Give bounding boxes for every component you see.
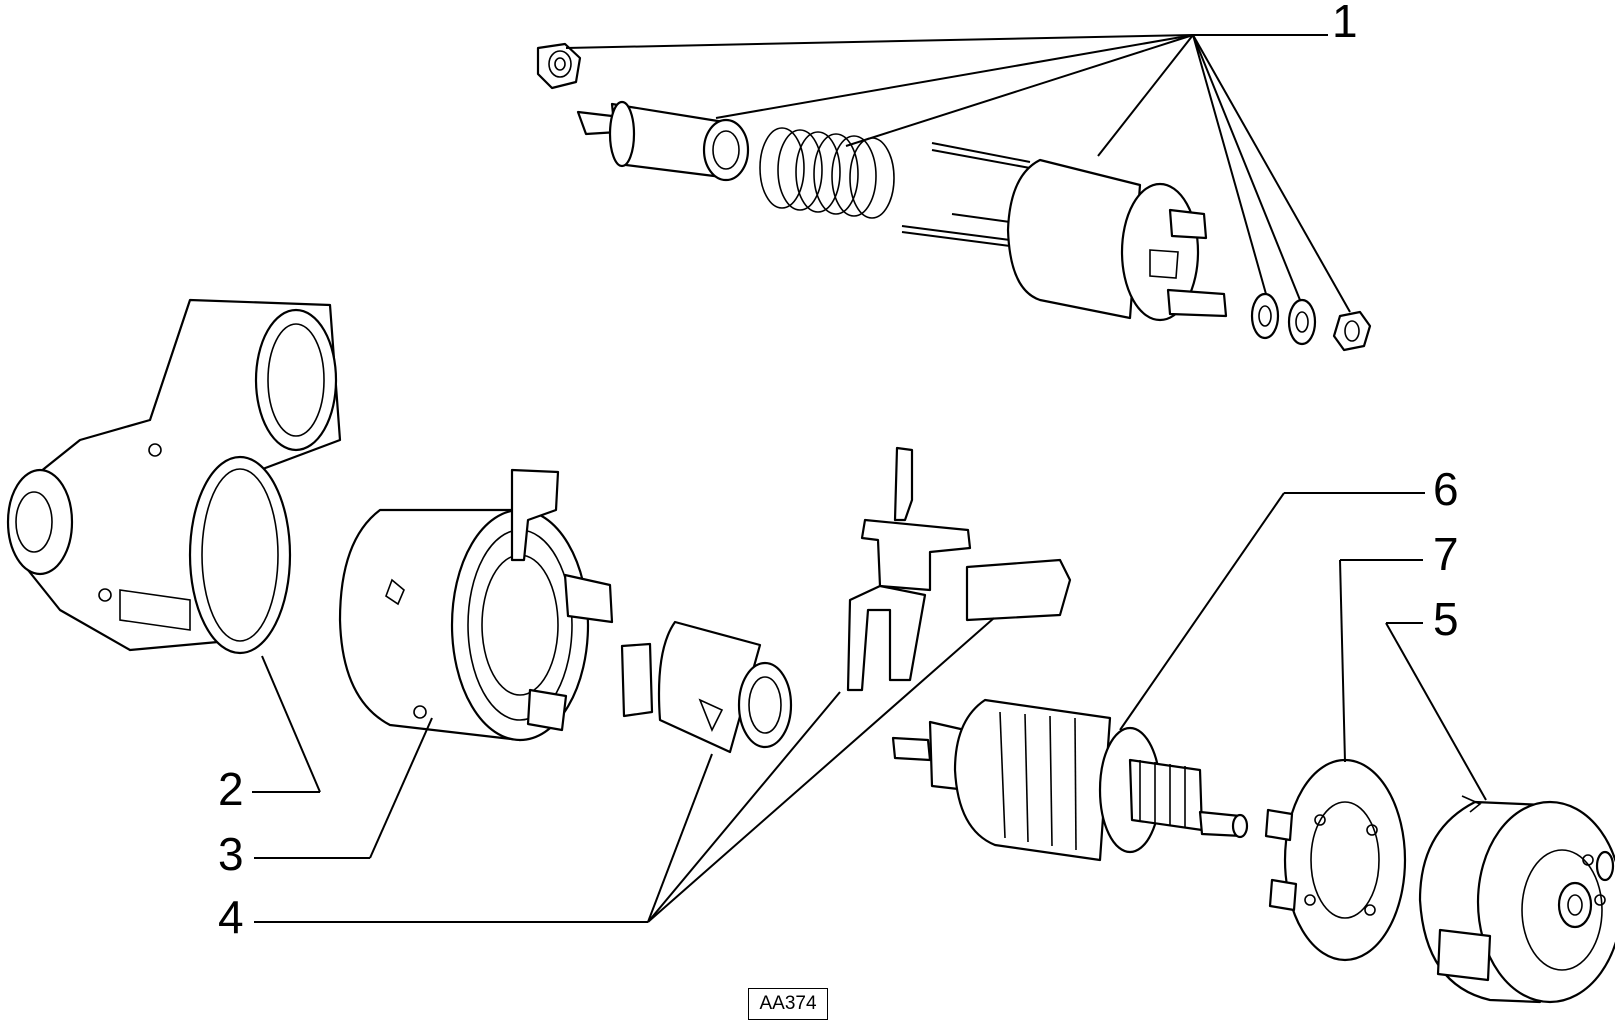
callout-5: 5 xyxy=(1433,593,1459,645)
drive-end-housing xyxy=(6,298,342,655)
callout-1: 1 xyxy=(1332,0,1358,47)
solenoid-body xyxy=(901,142,1228,322)
brush-holder-plate xyxy=(1264,758,1407,962)
stator-yoke xyxy=(338,468,614,742)
commutator-end-cover xyxy=(1418,795,1615,1004)
solenoid-cap-nut xyxy=(536,42,582,90)
reference-code-box: AA374 xyxy=(748,988,828,1020)
callout-6: 6 xyxy=(1433,463,1459,515)
callout-7: 7 xyxy=(1433,528,1459,580)
leader-lines xyxy=(252,34,1487,923)
callout-2: 2 xyxy=(218,763,244,815)
solenoid-plunger xyxy=(576,100,750,182)
callout-4: 4 xyxy=(218,891,244,943)
callout-3: 3 xyxy=(218,828,244,880)
rubber-pad xyxy=(965,558,1072,622)
solenoid-washers xyxy=(1250,292,1372,352)
solenoid-assembly xyxy=(536,42,1372,352)
callout-labels: 1 2 3 4 5 6 7 xyxy=(218,0,1459,943)
shift-fork xyxy=(846,446,972,692)
solenoid-spring xyxy=(759,127,895,219)
armature xyxy=(891,698,1249,862)
drive-pinion xyxy=(620,620,793,754)
